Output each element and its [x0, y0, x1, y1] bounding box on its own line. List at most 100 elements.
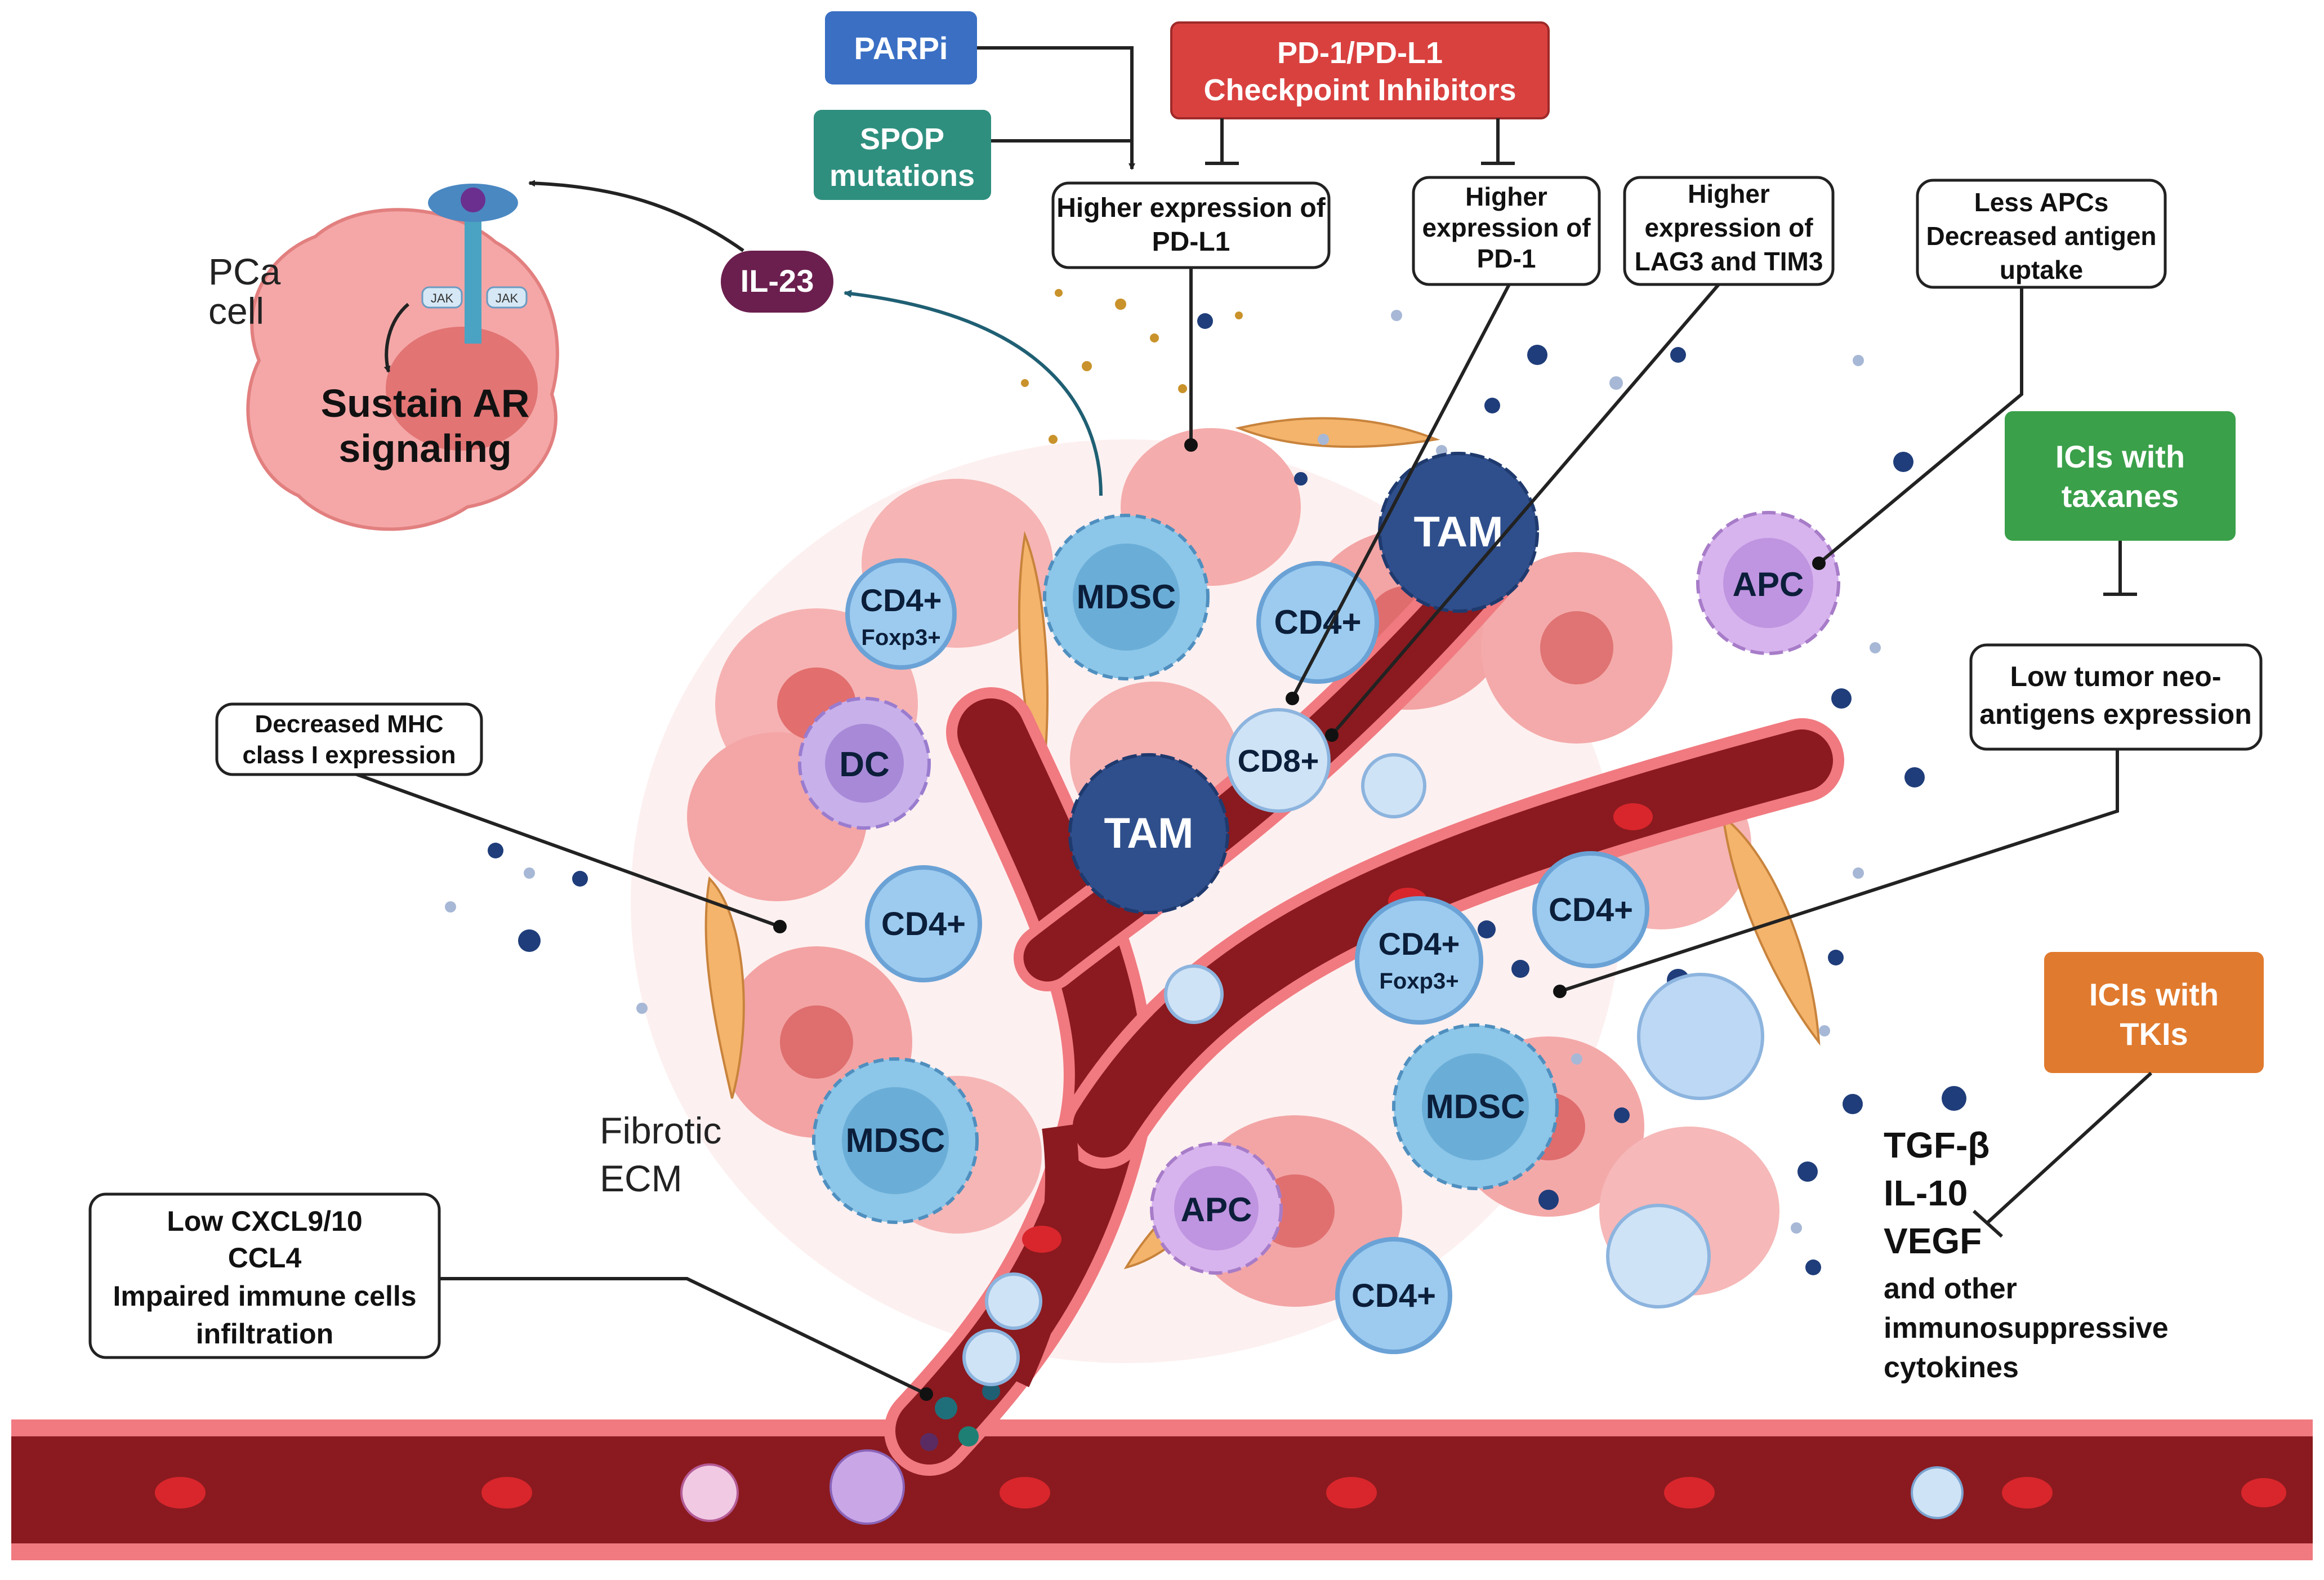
parpi-box: PARPi: [825, 11, 977, 84]
cytokine-dot: [1538, 1190, 1559, 1210]
svg-text:infiltration: infiltration: [196, 1318, 333, 1350]
cytokine-dot: [1235, 311, 1243, 319]
cell-label: APC: [1181, 1191, 1252, 1229]
cytokine-dot: [1805, 1259, 1821, 1275]
svg-text:Decreased MHC: Decreased MHC: [255, 710, 443, 738]
svg-text:LAG3 and TIM3: LAG3 and TIM3: [1635, 247, 1823, 276]
cell-tam-mid: TAM: [1068, 753, 1229, 914]
svg-text:Higher expression of: Higher expression of: [1056, 193, 1326, 223]
cytokine-dot: [518, 929, 541, 952]
cytokine-dot: [1571, 1053, 1582, 1065]
connector-endpoints: [773, 438, 1826, 1401]
svg-text:class I expression: class I expression: [242, 741, 456, 769]
cell-label: TAM: [1414, 508, 1504, 556]
cell-apc-bottom: APC: [1150, 1142, 1283, 1275]
svg-text:Decreased antigen: Decreased antigen: [1926, 221, 2156, 251]
cytokine-dot: [1870, 642, 1881, 653]
cytokine-dot: [1484, 398, 1500, 413]
cytokine-dot: [1021, 379, 1029, 387]
cell-label: MDSC: [1426, 1088, 1525, 1125]
cytokine-dot: [1828, 950, 1844, 965]
pca-cell-label-2: cell: [208, 290, 264, 332]
icis-taxanes-label: ICIs with: [2055, 439, 2185, 474]
cell-cd4-foxp3-top: CD4+ Foxp3+: [845, 558, 957, 670]
cytokine-dot: [1150, 333, 1159, 342]
cytokine-dot: [1831, 688, 1852, 709]
cytokine-dot: [1527, 345, 1547, 365]
cytokine-dot: [1478, 920, 1496, 938]
cell-tam-top: TAM: [1378, 452, 1539, 613]
cell-label: CD4+: [1379, 926, 1460, 962]
cytokine-dot: [1115, 299, 1126, 310]
cytokine-dot: [524, 867, 535, 879]
connector-lines: [348, 46, 2153, 1396]
svg-text:Impaired immune cells: Impaired immune cells: [113, 1280, 416, 1312]
cell-mdsc-top: MDSC: [1043, 514, 1210, 680]
unlabeled-immune-cells: [962, 753, 1764, 1386]
cell-cd4-foxp3-right: CD4+ Foxp3+: [1355, 896, 1483, 1025]
callout-pdl1: Higher expression of PD-L1: [1051, 181, 1331, 269]
cytokine-dot: [1853, 355, 1864, 366]
svg-text:uptake: uptake: [2000, 255, 2083, 284]
icis-taxanes-label-2: taxanes: [2062, 478, 2179, 514]
cytokine-dot: [1614, 1107, 1630, 1123]
cell-apc-right: APC: [1696, 511, 1840, 655]
jak-right-label: JAK: [496, 291, 519, 305]
cytokine-dot: [1609, 376, 1623, 390]
cell-cd4-bottom: CD4+: [1335, 1237, 1452, 1354]
cell-label: MDSC: [1077, 578, 1176, 616]
cytokine-dot: [1819, 1025, 1830, 1036]
other-cytokines-label: and other: [1884, 1272, 2017, 1305]
spop-label: SPOP: [860, 122, 944, 156]
svg-text:PD-1: PD-1: [1477, 244, 1536, 273]
cell-cd4-right: CD4+: [1532, 851, 1649, 968]
icis-taxanes-box: ICIs with taxanes: [2005, 411, 2236, 541]
ar-signaling-label: Sustain AR: [321, 381, 530, 425]
svg-text:expression of: expression of: [1644, 213, 1813, 242]
cytokine-dot: [1318, 434, 1329, 445]
svg-text:PD-L1: PD-L1: [1152, 227, 1230, 257]
cell-mdsc-left: MDSC: [812, 1057, 979, 1224]
cytokine-dot: [636, 1003, 648, 1014]
cytokine-dot: [1843, 1094, 1863, 1114]
cytokine-dot: [1294, 472, 1308, 486]
cell-mdsc-right: MDSC: [1392, 1023, 1559, 1190]
cell-label: TAM: [1104, 809, 1194, 857]
il10-label: IL-10: [1884, 1173, 1968, 1213]
ecm-label: ECM: [600, 1158, 683, 1199]
cytokine-dot: [1197, 313, 1213, 329]
cytokine-dot: [1082, 361, 1092, 371]
il23-label: IL-23: [741, 263, 814, 299]
cell-label: CD4+: [1549, 892, 1633, 928]
ar-signaling-label-2: signaling: [338, 426, 511, 470]
cell-label: DC: [839, 745, 890, 784]
cytokine-dot: [445, 901, 456, 913]
svg-text:Less APCs: Less APCs: [1974, 188, 2109, 217]
svg-text:Higher: Higher: [1688, 179, 1770, 208]
il23-signal: IL-23: [528, 180, 1103, 496]
callout-mhc: Decreased MHC class I expression: [215, 702, 483, 776]
cell-label: CD4+: [1274, 603, 1361, 641]
cell-sublabel: Foxp3+: [1379, 969, 1458, 994]
cytokine-dot: [1670, 347, 1686, 363]
cytokine-dot: [1391, 310, 1402, 321]
icis-tkis-label-2: TKIs: [2120, 1016, 2188, 1052]
other-cytokines-label-2: immunosuppressive: [1884, 1312, 2169, 1345]
icis-tkis-label: ICIs with: [2089, 977, 2219, 1012]
callout-lag3-tim3: Higher expression of LAG3 and TIM3: [1623, 176, 1835, 286]
vegf-label: VEGF: [1884, 1221, 1982, 1261]
pd1-pdl1-label: PD-1/PD-L1: [1277, 36, 1443, 70]
cell-label: CD4+: [1351, 1278, 1436, 1314]
cytokine-dot: [1055, 289, 1063, 297]
cell-cd4-left: CD4+: [865, 865, 982, 982]
cell-dc: DC: [798, 697, 931, 830]
spop-label-2: mutations: [829, 159, 975, 193]
svg-text:expression of: expression of: [1422, 213, 1591, 242]
parpi-label: PARPi: [854, 30, 948, 66]
tgf-beta-label: TGF-β: [1884, 1125, 1990, 1165]
cytokines-list: TGF-β IL-10 VEGF and other immunosuppres…: [1884, 1125, 2169, 1384]
cytokine-dot: [1791, 1222, 1802, 1234]
cell-cd8: CD8+: [1226, 708, 1331, 813]
cytokine-dot: [1049, 435, 1058, 444]
